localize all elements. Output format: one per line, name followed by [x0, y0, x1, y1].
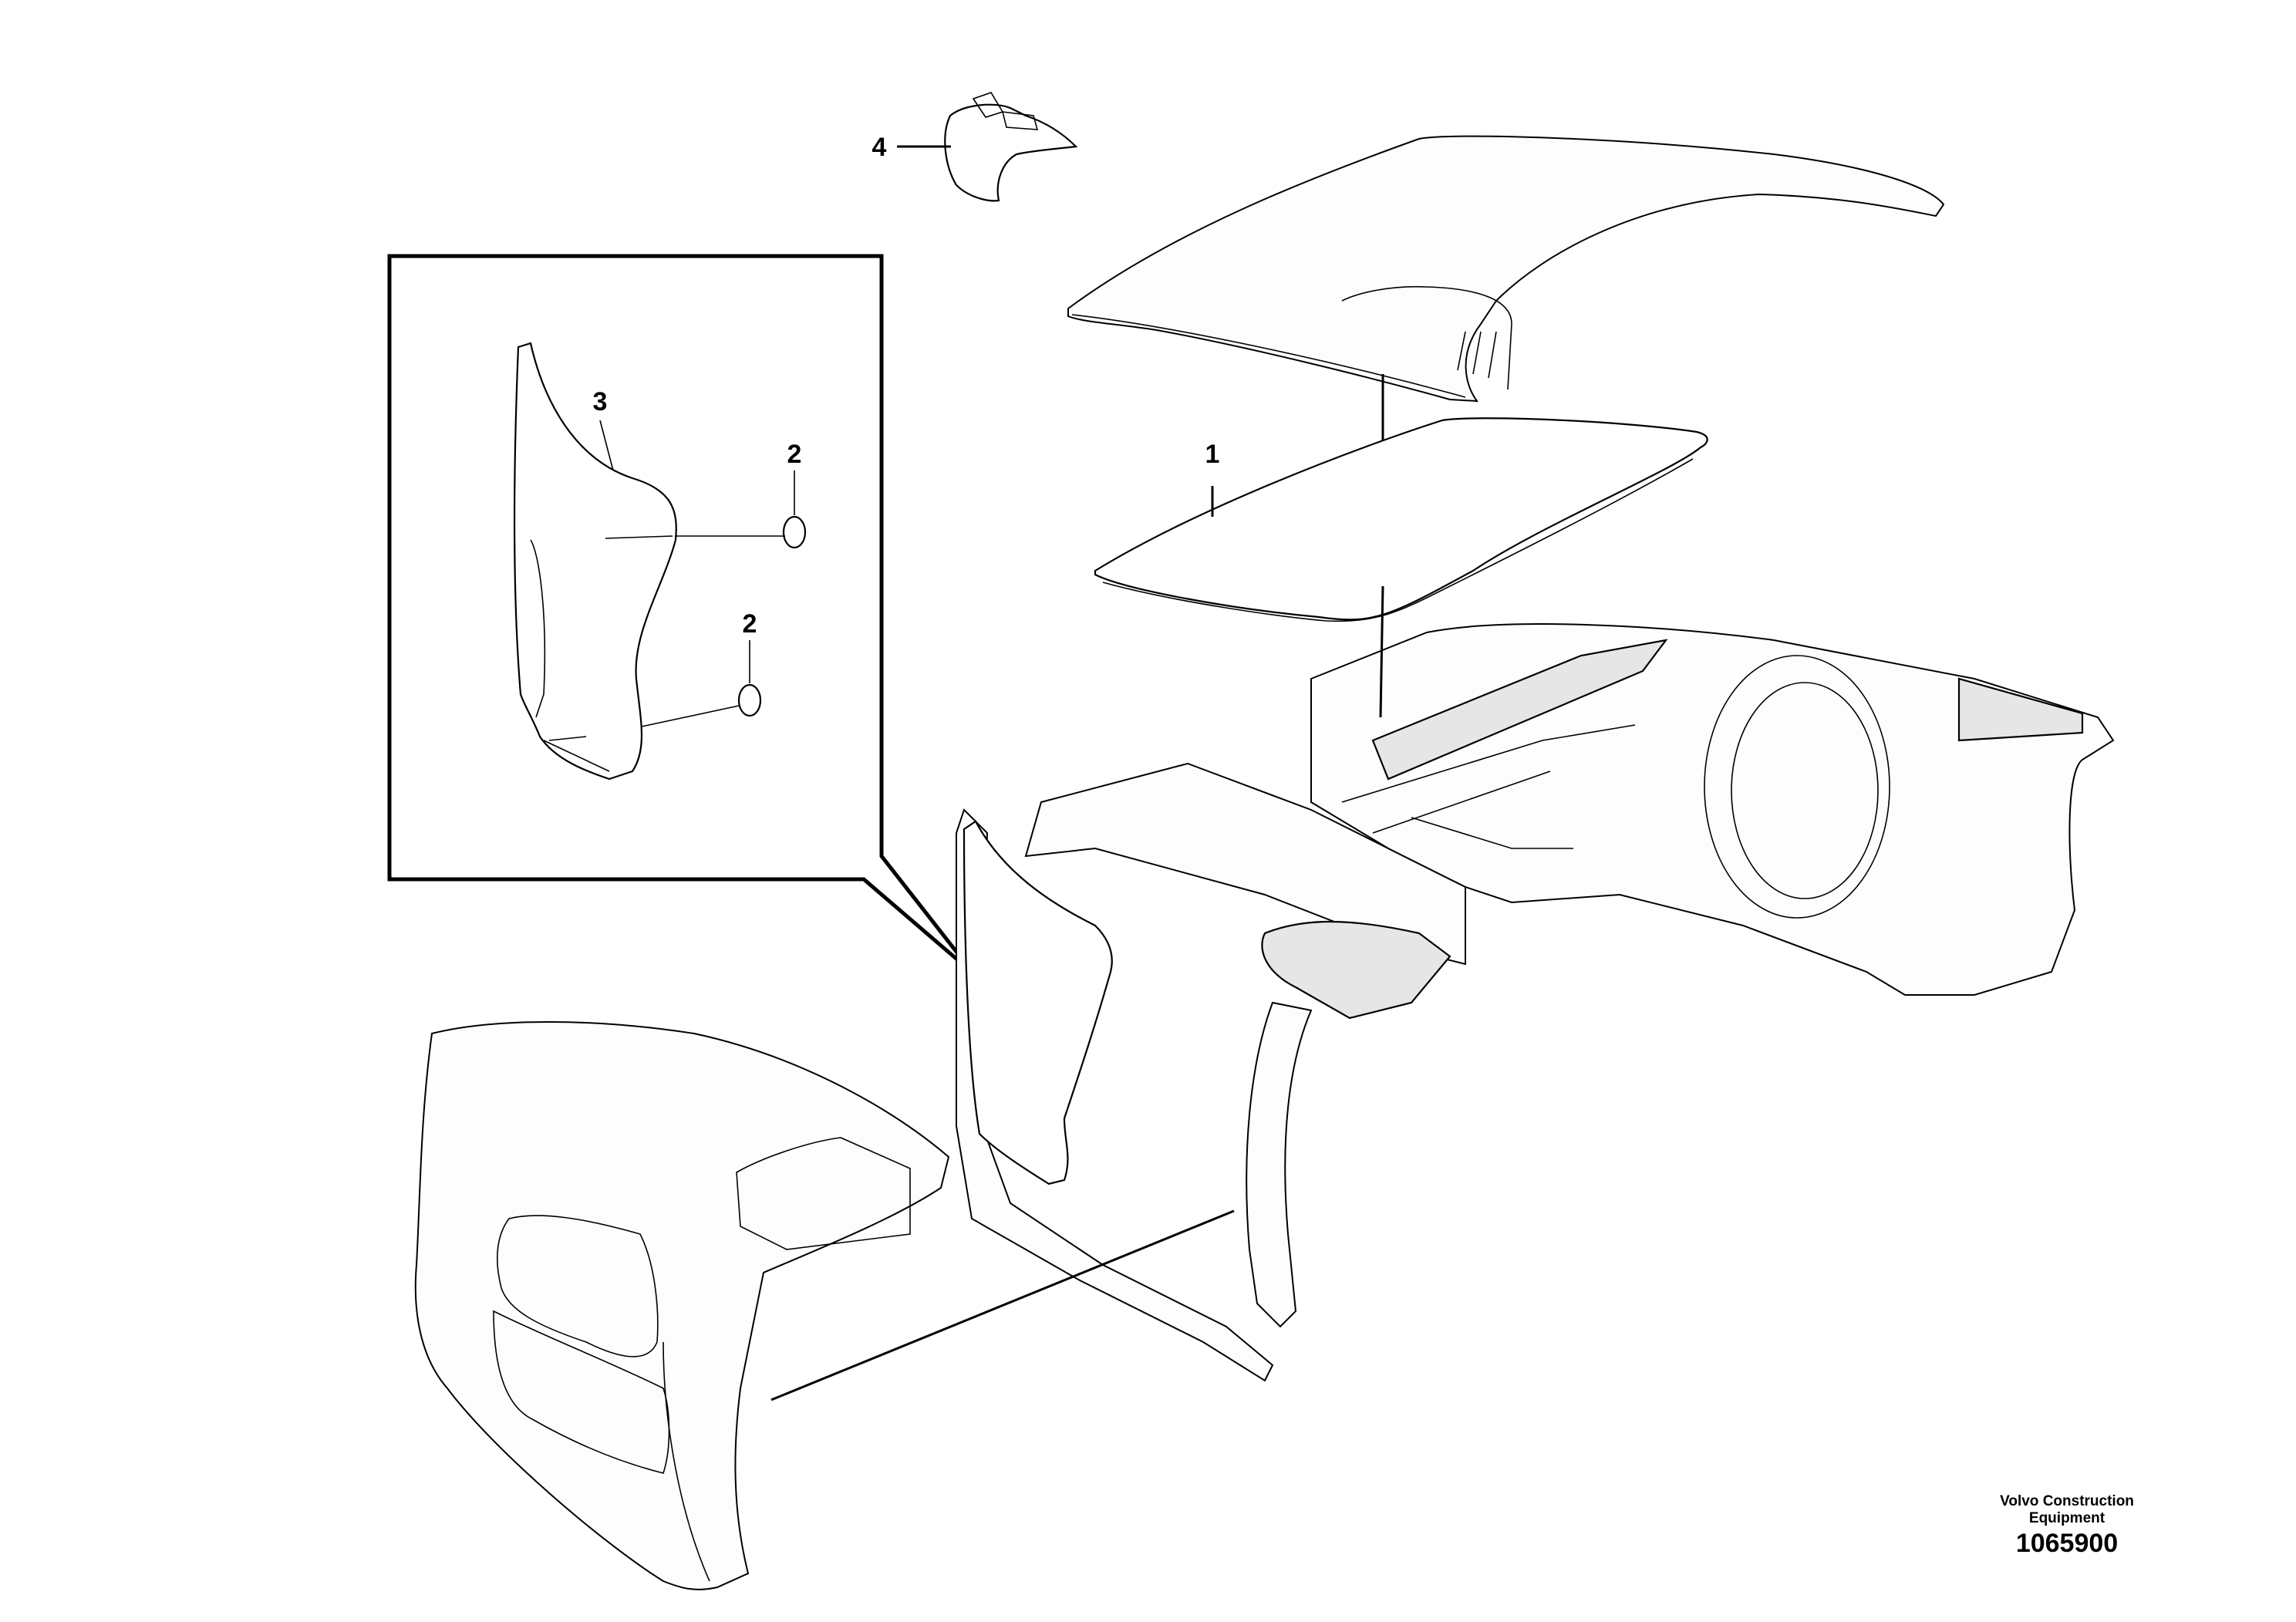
part-2-fastener-lower	[737, 683, 762, 717]
callout-label-2-upper: 2	[787, 440, 802, 469]
lower-fastener-line	[641, 705, 740, 727]
cab-frame-structure	[956, 623, 2115, 1382]
callout-label-4: 4	[872, 133, 887, 162]
manufacturer-line-2: Equipment	[2028, 1510, 2106, 1526]
callout-label-1: 1	[1205, 440, 1220, 469]
roof-panel	[1067, 135, 1945, 403]
stud-mark-upper	[605, 535, 673, 539]
part-2-fastener-upper	[782, 515, 807, 549]
pad-to-frame-line	[1379, 585, 1384, 718]
leader-line-3	[599, 420, 614, 471]
detail-inset-box	[387, 254, 975, 975]
callout-label-3: 3	[593, 387, 608, 416]
stud-mark-lower	[548, 736, 587, 741]
part-1-insulation-pad	[1094, 417, 1708, 622]
callout-label-2-lower: 2	[743, 609, 757, 639]
part-4-strap-clip	[944, 92, 1078, 202]
rear-panel-assembly	[414, 1021, 950, 1590]
manufacturer-label: Volvo Construction Equipment	[1951, 1493, 2183, 1527]
document-number: 1065900	[2015, 1529, 2119, 1558]
part-3-side-panel	[513, 342, 677, 781]
manufacturer-line-1: Volvo Construction	[2000, 1493, 2134, 1509]
panel-to-frame-line	[770, 1209, 1235, 1401]
